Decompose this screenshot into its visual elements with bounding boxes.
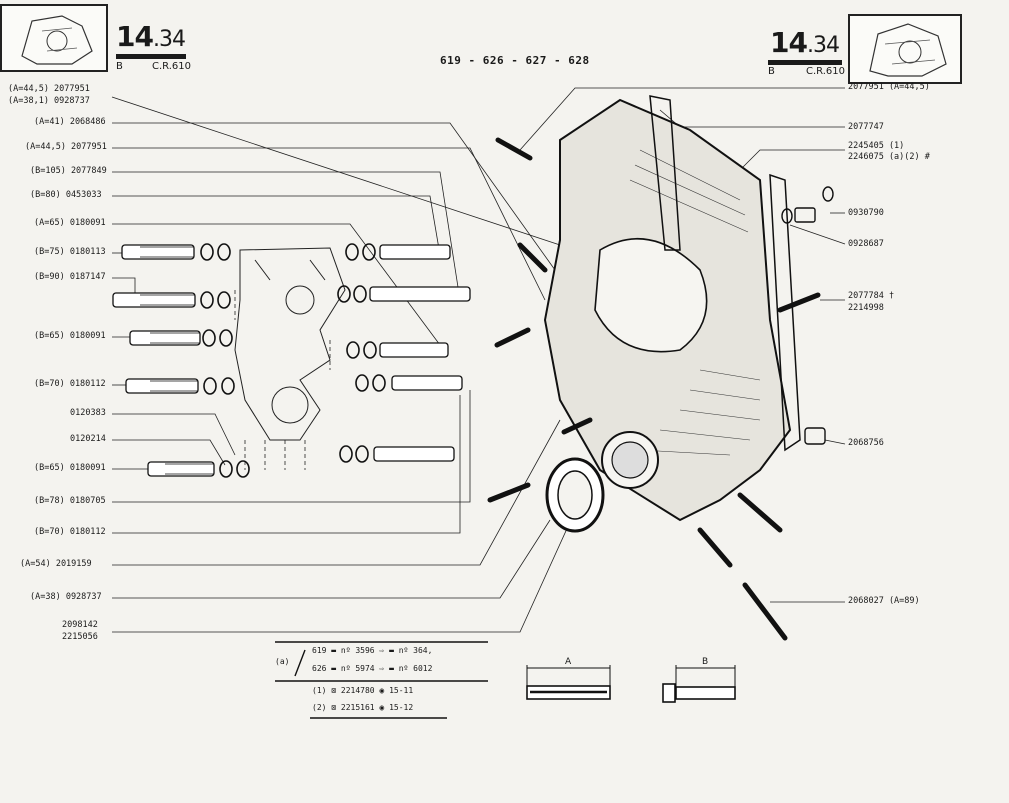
note-row-619: 619 ▬ nº 3596 ⇨ ▬ nº 364,	[312, 646, 433, 655]
part-label: (B=70) 0180112	[34, 379, 106, 389]
part-label: (B=65) 0180091	[34, 463, 106, 473]
part-label: 2068756	[848, 438, 884, 448]
part-label: 0928687	[848, 239, 884, 249]
part-label: 2077951 (A=44,5)	[848, 82, 930, 92]
page-number-right: 14.34	[770, 26, 840, 59]
part-label: (B=65) 0180091	[34, 331, 106, 341]
page-number-left: 14.34	[116, 20, 186, 53]
gasket-outline-icon	[234, 247, 346, 441]
part-label: (A=41) 2068486	[34, 117, 106, 127]
part-label: 0120383	[70, 408, 106, 418]
part-label: (A=44,5) 2077951	[8, 84, 90, 94]
note-2: (2) ⊠ 2215161 ◉ 15-12	[312, 703, 414, 712]
part-label: 2077784 †	[848, 291, 895, 301]
part-label: 2098142	[62, 620, 98, 630]
page-letter-left: B	[116, 61, 123, 72]
right-thumbnail-image	[848, 14, 962, 84]
part-label: (A=38,1) 0928737	[8, 96, 90, 106]
part-label: 2077747	[848, 122, 884, 132]
dimension-a-label: A	[565, 657, 572, 667]
part-label: (A=54) 2019159	[20, 559, 92, 569]
part-label: 2215056	[62, 632, 98, 642]
part-label: 2245405 (1)	[848, 141, 905, 151]
page-number-sub: .34	[806, 33, 840, 58]
part-label: (B=105) 2077849	[30, 166, 107, 176]
engine-thumbnail-left-icon	[21, 15, 93, 65]
part-label: (B=80) 0453033	[30, 190, 102, 200]
page-letter-right: B	[768, 66, 775, 77]
part-label: (A=65) 0180091	[34, 218, 106, 228]
dimension-b-label: B	[702, 657, 709, 667]
part-label: 0930790	[848, 208, 884, 218]
model-numbers: 619 - 626 - 627 - 628	[440, 54, 590, 67]
part-label: (B=78) 0180705	[34, 496, 106, 506]
part-label: (B=75) 0180113	[34, 247, 106, 257]
engine-thumbnail-right-icon	[869, 23, 947, 77]
part-label: 2068027 (A=89)	[848, 596, 920, 606]
part-label: 2214998	[848, 303, 884, 313]
note-a-label: (a)	[275, 657, 290, 666]
page-number-main: 14	[116, 20, 154, 53]
page-cr-left: C.R.610	[152, 61, 192, 72]
note-1: (1) ⊠ 2214780 ◉ 15-11	[312, 686, 414, 695]
timing-cover-icon	[543, 98, 792, 522]
left-thumbnail-image	[0, 4, 108, 72]
part-label: (B=90) 0187147	[34, 272, 106, 282]
page-cr-right: C.R.610	[806, 66, 846, 77]
part-label: (A=44,5) 2077951	[25, 142, 107, 152]
page-number-main: 14	[770, 26, 808, 59]
part-label: 0120214	[70, 434, 106, 444]
page-number-bar-left	[116, 54, 186, 59]
part-label: (B=70) 0180112	[34, 527, 106, 537]
part-label: (A=38) 0928737	[30, 592, 102, 602]
part-label: 2246075 (a)(2) #	[848, 152, 930, 162]
page-number-bar-right	[768, 60, 842, 65]
page-number-sub: .34	[152, 27, 186, 52]
note-row-626: 626 ▬ nº 5974 ⇨ ▬ nº 6012	[312, 664, 433, 673]
